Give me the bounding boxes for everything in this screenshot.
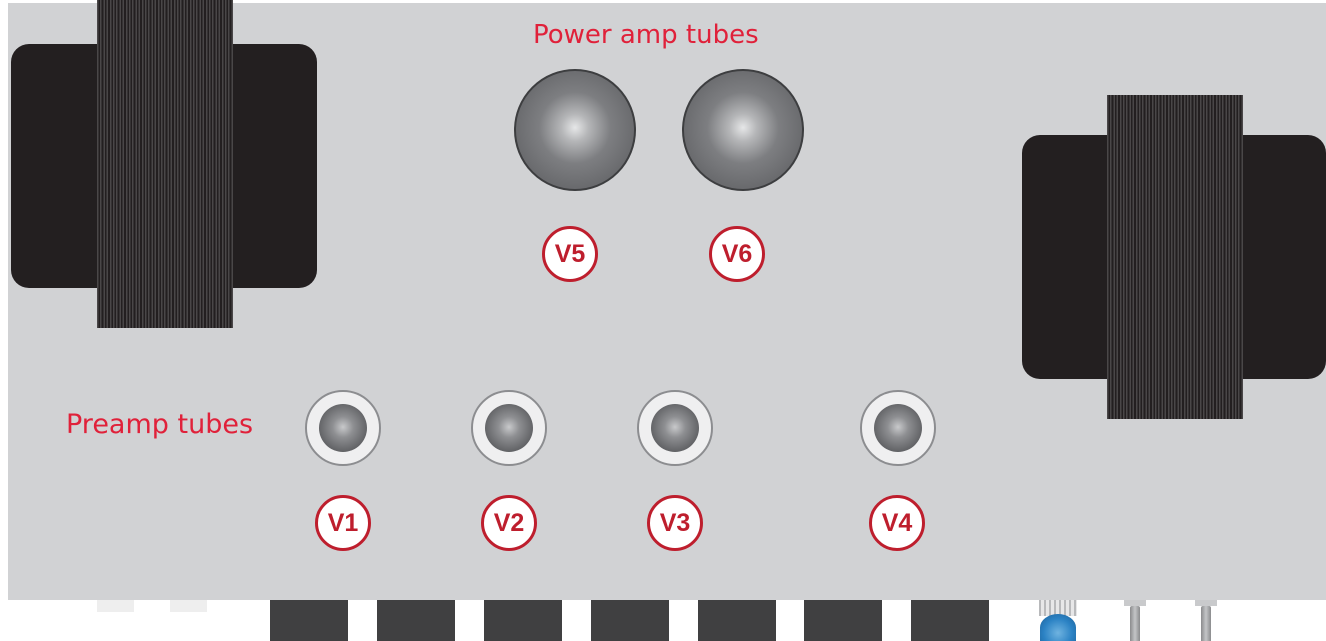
preamp-tube-socket [485,404,533,452]
control-knob-6 [804,600,882,641]
tube-badge-v3: V3 [647,495,703,551]
power-switch-lever [1130,606,1140,641]
pilot-light-body [1039,600,1077,616]
power-tube-v5 [514,69,636,191]
control-knob-4 [591,600,669,641]
preamp-tubes-label: Preamp tubes [66,409,254,440]
left-transformer-winding [97,0,233,328]
control-knob-3 [484,600,562,641]
power-switch-collar [1124,600,1146,606]
control-knob-7 [911,600,989,641]
preamp-tube-v2 [471,390,547,466]
power-switch [1124,600,1146,641]
control-knob-2 [377,600,455,641]
tube-badge-v1: V1 [315,495,371,551]
tube-badge-v4: V4 [869,495,925,551]
power-tube-v6 [682,69,804,191]
standby-switch [1195,600,1217,641]
right-transformer-winding [1107,95,1243,419]
preamp-tube-v1 [305,390,381,466]
tube-badge-v6: V6 [709,226,765,282]
control-knob-5 [698,600,776,641]
tube-badge-v2: V2 [481,495,537,551]
standby-switch-collar [1195,600,1217,606]
preamp-tube-v4 [860,390,936,466]
pilot-light-jewel [1040,614,1076,641]
power-amp-tubes-label: Power amp tubes [533,20,759,50]
pilot-light [1037,600,1079,641]
input-jack-1 [97,600,134,612]
tube-badge-v5: V5 [542,226,598,282]
preamp-tube-socket [874,404,922,452]
preamp-tube-socket [651,404,699,452]
preamp-tube-v3 [637,390,713,466]
standby-switch-lever [1201,606,1211,641]
control-knob-1 [270,600,348,641]
input-jack-2 [170,600,207,612]
preamp-tube-socket [319,404,367,452]
